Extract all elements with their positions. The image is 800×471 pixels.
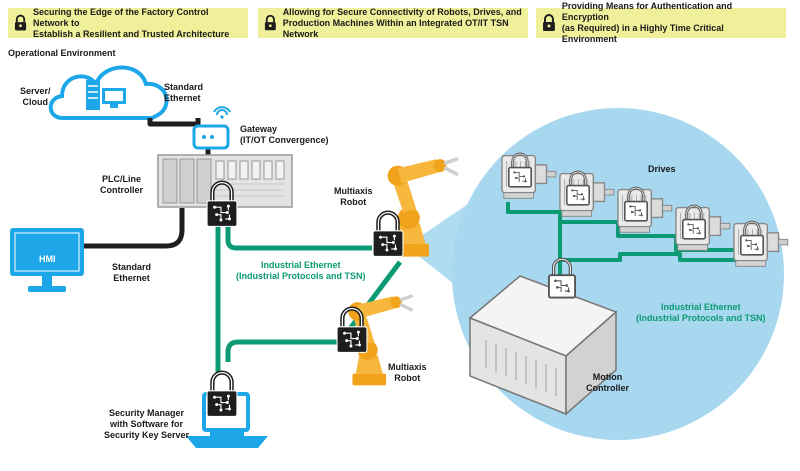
banner-text: Providing Means for Authentication and E… bbox=[561, 1, 733, 44]
hmi-monitor-icon bbox=[10, 228, 84, 292]
robot-top-label: Multiaxis Robot bbox=[334, 186, 373, 207]
banner-authentication: Providing Means for Authentication and E… bbox=[536, 1, 786, 44]
standard-ethernet-bottom-label: Standard Ethernet bbox=[112, 262, 152, 283]
banner-secure-connectivity: Allowing for Secure Connectivity of Robo… bbox=[258, 6, 528, 39]
motion-controller-icon bbox=[468, 275, 618, 416]
banner-text: Securing the Edge of the Factory Control… bbox=[33, 6, 230, 39]
padlock-icon bbox=[542, 14, 555, 31]
padlock-icon bbox=[264, 14, 276, 31]
gateway-router-icon bbox=[192, 106, 231, 150]
security-manager-label: Security Manager with Software for Secur… bbox=[104, 408, 190, 440]
gateway-label: Gateway (IT/OT Convergence) bbox=[240, 124, 329, 145]
padlock-icon bbox=[207, 373, 237, 417]
padlock-icon bbox=[373, 213, 403, 257]
motion-controller-label: Motion Controller bbox=[586, 372, 630, 393]
server-icon bbox=[86, 80, 100, 110]
industrial-ethernet-right-label: Industrial Ethernet (Industrial Protocol… bbox=[636, 302, 766, 323]
standard-ethernet-top-label: Standard Ethernet bbox=[164, 82, 204, 103]
hmi-label: HMI bbox=[39, 254, 56, 264]
drives-label: Drives bbox=[648, 164, 676, 174]
banner-edge-security: Securing the Edge of the Factory Control… bbox=[8, 6, 248, 39]
padlock-icon bbox=[14, 14, 27, 31]
banner-text: Allowing for Secure Connectivity of Robo… bbox=[282, 6, 522, 39]
server-cloud-label: Server/ Cloud bbox=[20, 86, 51, 107]
plc-label: PLC/Line Controller bbox=[100, 174, 144, 195]
industrial-ethernet-left-label: Industrial Ethernet (Industrial Protocol… bbox=[236, 260, 366, 281]
operational-environment-label: Operational Environment bbox=[8, 48, 116, 58]
robot-bottom-label: Multiaxis Robot bbox=[388, 362, 427, 383]
